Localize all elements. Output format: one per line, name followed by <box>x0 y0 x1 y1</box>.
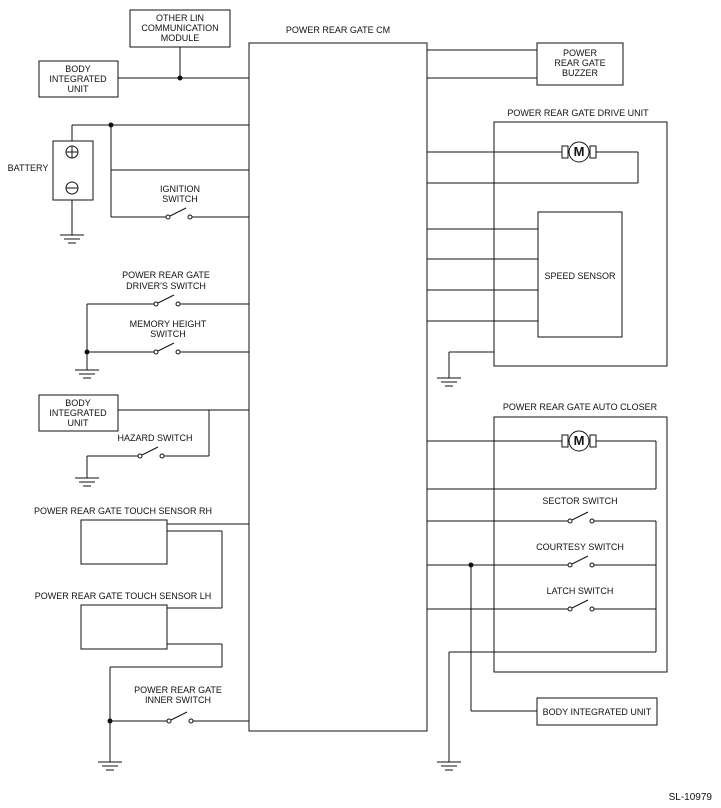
memory-switch-label-1: MEMORY HEIGHT <box>130 319 207 329</box>
auto-closer-label: POWER REAR GATE AUTO CLOSER <box>503 402 658 412</box>
latch-switch-label: LATCH SWITCH <box>547 586 614 596</box>
body-integrated-unit-mid-box <box>38 394 119 432</box>
memory-switch-lever <box>157 342 175 352</box>
ignition-switch-contact <box>165 214 171 220</box>
inner-switch-label-1: POWER REAR GATE <box>134 685 222 695</box>
ground-symbol <box>436 761 462 771</box>
buzzer-label-3: BUZZER <box>562 68 599 78</box>
body-unit-mid-label-1: BODY <box>65 398 91 408</box>
switch-ground-junction-dot <box>84 349 90 355</box>
courtesy-switch-label: COURTESY SWITCH <box>536 542 624 552</box>
hazard-switch-lever <box>141 446 159 456</box>
battery-label: BATTERY <box>8 163 49 173</box>
body-unit-top-label-3: UNIT <box>68 84 89 94</box>
body-unit-mid-label-2: INTEGRATED <box>49 408 107 418</box>
drivers-switch-lever <box>157 294 175 304</box>
drive-unit-label: POWER REAR GATE DRIVE UNIT <box>507 108 649 118</box>
speed-sensor-label: SPEED SENSOR <box>544 271 616 281</box>
latch-switch-contact <box>567 606 573 612</box>
ground-symbol <box>436 377 462 387</box>
ground-symbol <box>97 761 123 771</box>
reference-code: SL-10979 <box>669 792 713 803</box>
ignition-label-1: IGNITION <box>160 184 200 194</box>
touch-sensor-rh-box <box>80 519 168 565</box>
buzzer-label-2: REAR GATE <box>554 58 605 68</box>
ground-symbol <box>74 477 100 487</box>
touch-sensor-lh-box <box>80 604 168 650</box>
hazard-switch-label: HAZARD SWITCH <box>118 433 193 443</box>
memory-switch-label-2: SWITCH <box>150 329 186 339</box>
drivers-switch-contact <box>153 301 159 307</box>
body-unit-mid-label-3: UNIT <box>68 418 89 428</box>
drive-motor-symbol <box>568 141 590 163</box>
ground-symbol <box>74 369 100 379</box>
other-lin-label-1: OTHER LIN <box>156 13 204 23</box>
drivers-switch-label-2: DRIVER'S SWITCH <box>126 281 206 291</box>
inner-switch-lever <box>170 711 188 721</box>
other-lin-module-box <box>129 9 231 48</box>
drivers-switch-label-1: POWER REAR GATE <box>122 270 210 280</box>
ignition-label-2: SWITCH <box>162 194 198 204</box>
sector-switch-contact <box>567 518 573 524</box>
inner-switch-junction-dot <box>107 718 113 724</box>
other-lin-label-2: COMMUNICATION <box>141 23 218 33</box>
buzzer-box <box>536 42 624 86</box>
body-integrated-unit-bottom-box <box>536 697 658 726</box>
other-lin-label-3: MODULE <box>161 33 200 43</box>
body-unit-top-label-1: BODY <box>65 64 91 74</box>
power-rear-gate-cm-box <box>248 42 428 732</box>
closer-motor-letter: M <box>574 433 585 448</box>
inner-switch-contact <box>166 718 172 724</box>
courtesy-switch-lever <box>571 555 589 565</box>
latch-switch-lever <box>571 599 589 609</box>
inner-switch-label-2: INNER SWITCH <box>145 695 211 705</box>
memory-switch-contact <box>153 349 159 355</box>
touch-sensor-lh-label: POWER REAR GATE TOUCH SENSOR LH <box>35 591 212 601</box>
sector-switch-label: SECTOR SWITCH <box>542 496 617 506</box>
ignition-switch-lever <box>169 207 187 217</box>
battery-box <box>52 140 94 201</box>
courtesy-switch-contact <box>567 562 573 568</box>
hazard-switch-contact <box>137 453 143 459</box>
speed-sensor-box <box>537 211 623 338</box>
body-unit-bottom-label: BODY INTEGRATED UNIT <box>543 707 652 717</box>
sector-switch-lever <box>571 511 589 521</box>
closer-motor-symbol <box>568 430 590 452</box>
body-integrated-unit-top-box <box>38 60 119 98</box>
body-unit-top-label-2: INTEGRATED <box>49 74 107 84</box>
lin-junction-dot <box>177 75 183 81</box>
ground-symbol <box>59 234 85 244</box>
drive-motor-letter: M <box>574 144 585 159</box>
buzzer-label-1: POWER <box>563 48 598 58</box>
cm-title: POWER REAR GATE CM <box>286 25 390 35</box>
auto-closer-box <box>493 416 668 673</box>
touch-sensor-rh-label: POWER REAR GATE TOUCH SENSOR RH <box>34 506 212 516</box>
